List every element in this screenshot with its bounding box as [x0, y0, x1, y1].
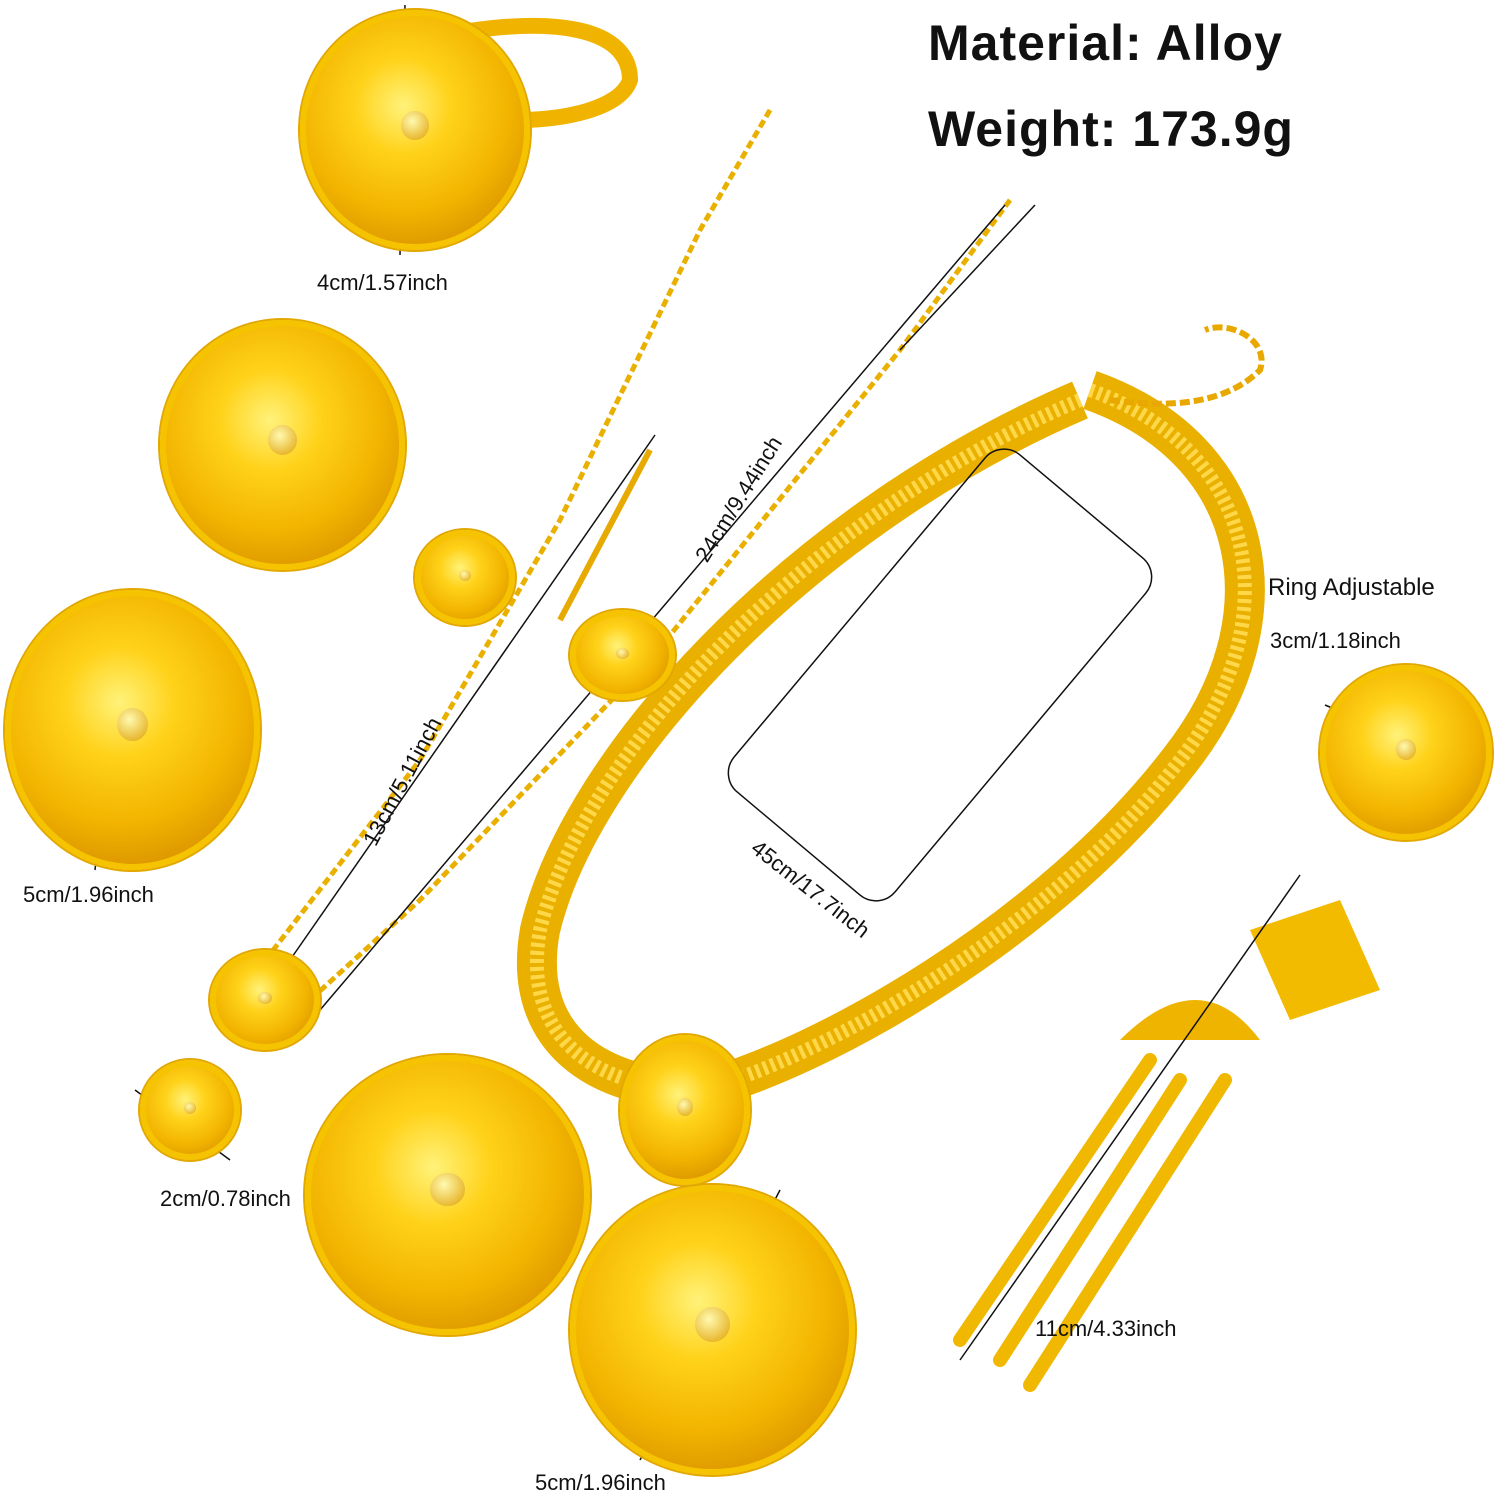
hair-chain-flower-3: [210, 950, 320, 1050]
earring-small-dimension: 2cm/0.78inch: [160, 1186, 291, 1211]
extender-chain: [1109, 324, 1265, 407]
earring-top: [160, 320, 405, 570]
hair-comb: [953, 900, 1380, 1392]
ring-dimension: 3cm/1.18inch: [1270, 628, 1401, 653]
ring: [1320, 665, 1492, 840]
earring-large-left: [5, 590, 260, 870]
bracelet-band: [418, 17, 639, 128]
material-label: Material: Alloy: [928, 15, 1283, 71]
earring-small: [140, 1060, 240, 1160]
bracelet-dimension: 4cm/1.57inch: [317, 270, 448, 295]
pendant-dimension: 5cm/1.96inch: [535, 1470, 666, 1495]
hair-comb-dimension: 11cm/4.33inch: [1035, 1316, 1177, 1341]
hair-chain-flower-2: [570, 610, 675, 700]
bracelet-flower: [300, 10, 530, 250]
earring-large-bottom: [305, 1055, 590, 1335]
weight-label: Weight: 173.9g: [928, 101, 1294, 157]
hair-chain-1: [248, 108, 773, 982]
hair-chain-flower-1: [415, 530, 515, 625]
ring-title: Ring Adjustable: [1268, 574, 1435, 601]
earring-large-dimension: 5cm/1.96inch: [23, 882, 154, 907]
pendant: [570, 1185, 855, 1475]
hair-chain-2: [308, 198, 1013, 1002]
necklace-bead: [620, 1035, 750, 1185]
